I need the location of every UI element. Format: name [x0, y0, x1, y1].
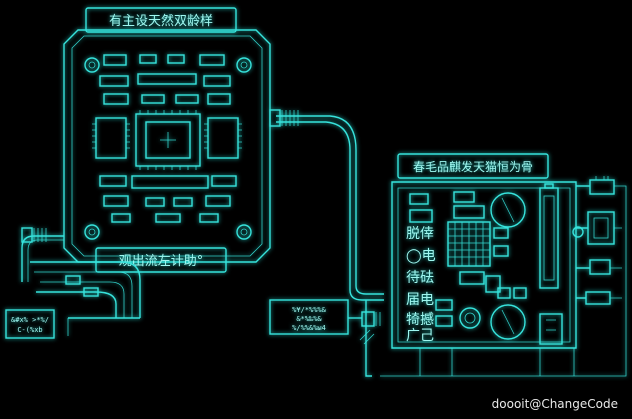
side-label-6: 广己	[406, 328, 434, 344]
side-label-2: ◯电	[406, 248, 436, 264]
right-circuit-board: 春毛品麒发天猫恒为骨 脱倖 ◯电 待砝 届电 犄撼 广己	[391, 153, 577, 349]
right-board-title: 春毛品麒发天猫恒为骨	[413, 159, 533, 174]
cable-connector-icon	[269, 109, 299, 127]
smd-components	[99, 54, 231, 105]
screw-icon	[84, 57, 252, 240]
capacitor-icon	[459, 192, 526, 340]
bottom-bus	[365, 300, 575, 377]
watermark: doooit@ChangeCode	[491, 397, 618, 411]
middle-connector: %¥/*%%%& &*%‰%& %/%%&%ы4	[269, 299, 381, 345]
side-modules	[380, 176, 627, 377]
processor-chip-icon	[135, 110, 201, 170]
smd-components-lower	[99, 175, 237, 223]
ic-chip-icon	[92, 117, 242, 159]
side-labels: 脱倖 ◯电 待砝 届电 犄撼 广己	[406, 226, 436, 344]
side-label-1: 脱倖	[406, 226, 434, 242]
coax-cable	[269, 109, 384, 301]
cable-connector-icon	[21, 227, 47, 243]
side-label-5: 犄撼	[406, 311, 434, 328]
left-board-footer: 观出流左计助°	[119, 254, 204, 269]
side-label-4: 届电	[406, 292, 434, 308]
left-board-title: 有主设天然双龄样	[109, 13, 213, 29]
left-wire-harness: &#x% >*%/ C-(%xb	[5, 227, 141, 339]
left-circuit-board: 有主设天然双龄样	[63, 7, 271, 273]
cable-connector-icon	[361, 311, 381, 327]
microcontroller-icon	[447, 221, 491, 267]
middle-label-line-3: %/%%&%ы4	[292, 324, 326, 332]
middle-label-line-1: %¥/*%%%&	[292, 306, 327, 314]
middle-label-line-2: &*%‰%&	[296, 315, 322, 323]
side-label-3: 待砝	[406, 270, 434, 286]
left-connector-label-line-1: &#x% >*%/	[11, 316, 49, 324]
battery-icon	[539, 183, 559, 289]
left-connector-label-line-2: C-(%xb	[17, 326, 42, 334]
